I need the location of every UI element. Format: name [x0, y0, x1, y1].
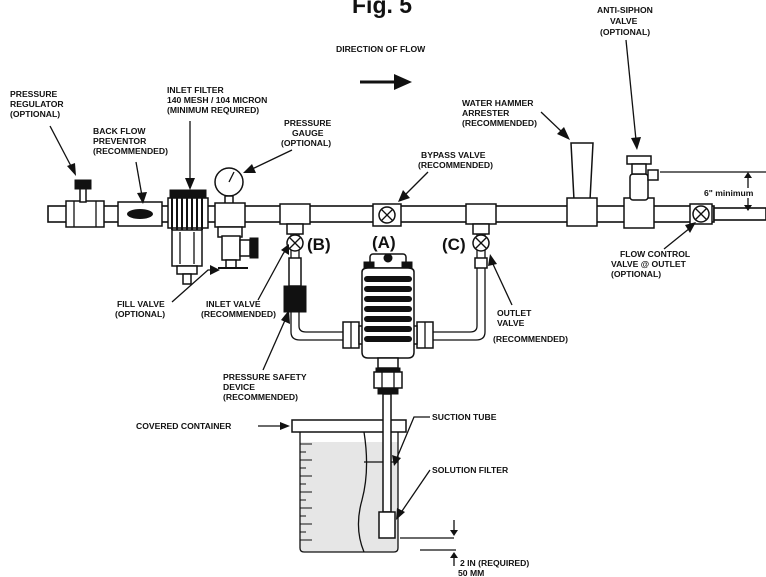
valve-b-icon	[286, 234, 304, 252]
bypass-valve-leader	[398, 171, 429, 202]
six-inch-dimension	[660, 171, 766, 211]
solution-filter	[378, 511, 396, 539]
back-flow-preventor-label: BACK FLOW PREVENTOR (RECOMMENDED)	[93, 126, 168, 156]
clearance-label: 2 IN (REQUIRED) 50 MM	[458, 558, 532, 577]
inlet-filter-leader	[185, 121, 195, 190]
fill-valve-label: FILL VALVE (OPTIONAL)	[115, 299, 167, 319]
water-hammer-leader	[540, 111, 570, 140]
water-hammer-arrester-label: WATER HAMMER ARRESTER (RECOMMENDED)	[462, 98, 537, 128]
valve-c-label: (C)	[442, 235, 466, 254]
pressure-gauge-leader	[243, 149, 293, 173]
clearance-dimension	[400, 520, 458, 566]
pressure-regulator-label: PRESSURE REGULATOR (OPTIONAL)	[10, 89, 66, 119]
water-hammer-arrester	[566, 142, 598, 227]
six-inch-minimum-label: 6" minimum	[704, 188, 754, 198]
flow-control-valve	[689, 203, 713, 225]
fill-valve-leader	[171, 265, 220, 303]
flow-control-leader	[663, 222, 696, 250]
covered-container	[291, 419, 407, 553]
back-flow-preventor-leader	[135, 161, 147, 204]
pressure-regulator-leader	[49, 125, 76, 176]
inlet-valve-leader	[257, 244, 289, 301]
pressure-regulator	[65, 179, 105, 228]
suction-tube-label: SUCTION TUBE	[432, 412, 497, 422]
flow-control-valve-label: FLOW CONTROL VALVE @ OUTLET (OPTIONAL)	[611, 249, 692, 279]
outlet-down-pipe	[430, 257, 488, 341]
back-flow-preventor	[117, 201, 163, 227]
outlet-valve-label: OUTLET VALVE (RECOMMENDED)	[493, 308, 568, 344]
bypass-valve	[372, 203, 402, 227]
inlet-filter-label: INLET FILTER 140 MESH / 104 MICRON (MINI…	[167, 85, 270, 115]
flow-arrow-icon	[360, 74, 412, 90]
covered-container-label: COVERED CONTAINER	[136, 421, 232, 431]
inlet-down-pipe	[283, 257, 345, 341]
pressure-gauge	[214, 167, 246, 238]
solution-filter-leader	[396, 469, 431, 520]
anti-siphon-leader	[625, 39, 641, 150]
pressure-safety-device-label: PRESSURE SAFETY DEVICE (RECOMMENDED)	[223, 372, 309, 402]
dosing-pump	[342, 253, 434, 395]
figure-title: Fig. 5	[352, 0, 412, 18]
valve-b-label: (B)	[307, 235, 331, 254]
fill-valve	[218, 235, 259, 269]
suction-tube	[382, 393, 392, 513]
solution-filter-label: SOLUTION FILTER	[432, 465, 509, 475]
inlet-valve-label: INLET VALVE (RECOMMENDED)	[201, 299, 276, 319]
valve-a-label: (A)	[372, 233, 396, 252]
direction-of-flow-label: DIRECTION OF FLOW	[336, 44, 426, 54]
bypass-valve-label: BYPASS VALVE (RECOMMENDED)	[418, 150, 493, 170]
pressure-safety-device-leader	[262, 310, 290, 371]
outlet-valve-leader	[488, 254, 513, 306]
suction-tube-leader	[392, 416, 430, 466]
inlet-filter	[167, 189, 209, 285]
valve-c-icon	[472, 234, 490, 252]
pressure-gauge-label: PRESSURE GAUGE (OPTIONAL)	[281, 118, 334, 148]
anti-siphon-valve	[623, 155, 659, 229]
covered-container-leader	[258, 422, 290, 430]
outlet-tee	[465, 203, 497, 258]
anti-siphon-valve-label: ANTI-SIPHON VALVE (OPTIONAL)	[597, 5, 655, 37]
